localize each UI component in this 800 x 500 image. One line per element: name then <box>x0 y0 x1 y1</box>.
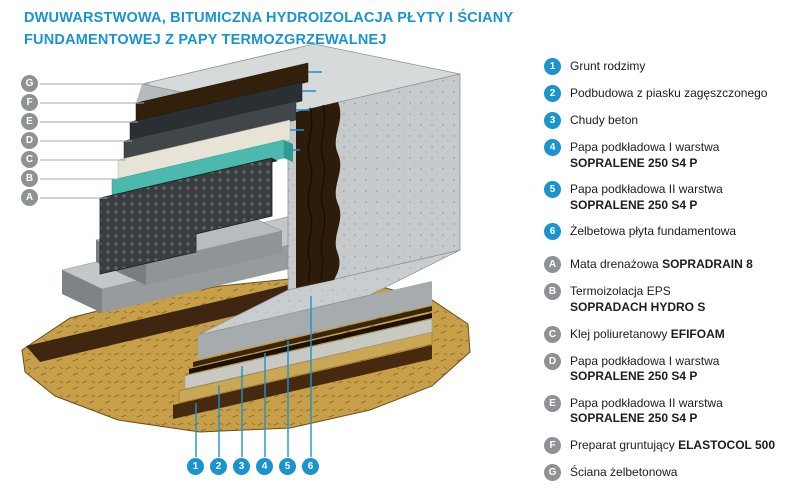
legend-badge-3: 3 <box>544 112 561 129</box>
legend-badge-C: C <box>544 325 561 343</box>
layer-lean-concrete-edge <box>184 318 433 390</box>
diagram-marker-2: 2 <box>210 458 227 475</box>
legend-item-C: C Klej poliuretanowy EFIFOAM <box>544 325 796 343</box>
diagram-marker-D: D <box>21 132 38 149</box>
membrane-layer-2 <box>129 81 303 142</box>
legend-item-6: 6 Żelbetowa płyta fundamentowa <box>544 223 796 241</box>
legend-item-F: F Preparat gruntujący ELASTOCOL 500 <box>544 436 796 454</box>
legend-badge-2: 2 <box>544 85 561 102</box>
drainage-mat <box>99 157 278 275</box>
diagram-marker-6: 6 <box>302 458 319 475</box>
diagram-marker-3: 3 <box>233 458 250 475</box>
legend-badge-5: 5 <box>544 181 561 199</box>
diagram-marker-1: 1 <box>187 458 204 475</box>
soil-band <box>26 281 318 362</box>
legend-label-6: Żelbetowa płyta fundamentowa <box>570 224 737 239</box>
legend-label-2: Podbudowa z piasku zagęszczonego <box>570 86 768 100</box>
legend-badge-6: 6 <box>544 223 561 241</box>
primer-layer <box>135 62 309 123</box>
legend-badge-G: G <box>544 463 561 481</box>
legend-label-G: Ściana żelbetonowa <box>570 464 678 479</box>
foundation-diagram <box>21 43 471 457</box>
legend-badge-4: 4 <box>544 139 561 156</box>
legend-badge-B: B <box>544 283 561 301</box>
insulation-board <box>111 139 293 199</box>
legend-badge-F: F <box>544 436 561 454</box>
number-leader-lines <box>195 296 312 457</box>
diagram-marker-F: F <box>21 94 38 111</box>
letter-leader-lines <box>40 83 150 199</box>
wall-bitumen-membrane <box>296 102 341 288</box>
diagram-marker-5: 5 <box>279 458 296 475</box>
diagram-marker-4: 4 <box>256 458 273 475</box>
diagram-marker-B: B <box>21 170 38 187</box>
legend-item-1: 1 Grunt rodzimy <box>544 58 796 75</box>
diagram-marker-G: G <box>21 75 38 92</box>
plate-front-face <box>198 281 432 359</box>
legend-item-G: G Ściana żelbetonowa <box>544 463 796 481</box>
layer-tick-marks <box>286 71 322 151</box>
page-title-line2: FUNDAMENTOWEJ Z PAPY TERMOZGRZEWALNEJ <box>24 31 387 48</box>
page-title-line1: DWUWARSTWOWA, BITUMICZNA HYDROIZOLACJA P… <box>24 10 514 26</box>
legend-badge-E: E <box>544 394 561 412</box>
legend-label-A: Mata drenażowa SOPRADRAIN 8 <box>570 257 753 272</box>
legend-label-3: Chudy beton <box>570 113 639 127</box>
legend-badge-A: A <box>544 256 561 274</box>
diagram-marker-E: E <box>21 113 38 130</box>
legend-item-2: 2 Podbudowa z piasku zagęszczonego <box>544 85 796 102</box>
legend-label-1: Grunt rodzimy <box>570 59 646 73</box>
legend-label-C: Klej poliuretanowy EFIFOAM <box>570 326 725 341</box>
diagram-marker-C: C <box>21 151 38 168</box>
layer-membrane2-edge <box>193 306 432 367</box>
legend: 1 Grunt rodzimy 2 Podbudowa z piasku zag… <box>544 58 796 491</box>
legend-badge-D: D <box>544 352 561 370</box>
legend-label-F: Preparat gruntujący ELASTOCOL 500 <box>570 437 775 452</box>
diagram-marker-A: A <box>21 189 38 206</box>
legend-badge-1: 1 <box>544 58 561 75</box>
adhesive-layer <box>117 119 291 181</box>
legend-item-3: 3 Chudy beton <box>544 112 796 129</box>
layer-ground-edge <box>173 345 432 419</box>
legend-item-A: A Mata drenażowa SOPRADRAIN 8 <box>544 256 796 274</box>
page-title: DWUWARSTWOWA, BITUMICZNA HYDROIZOLACJA P… <box>24 8 529 52</box>
membrane-layer-1 <box>123 100 297 161</box>
